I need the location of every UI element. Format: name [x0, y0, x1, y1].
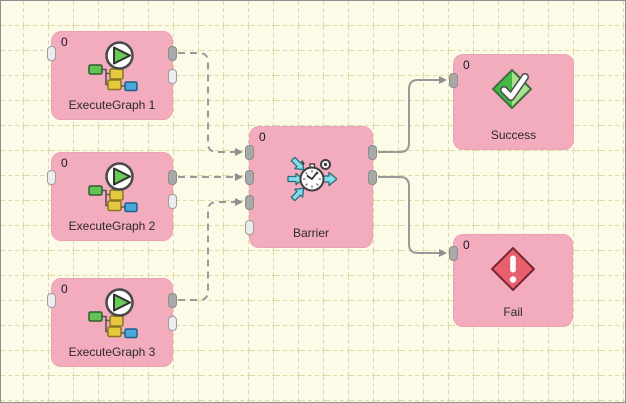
edge-barrier-fail[interactable] — [378, 176, 439, 254]
input-port[interactable] — [245, 170, 254, 185]
node-executegraph-2[interactable]: 0 ExecuteGraph 2 — [47, 152, 177, 241]
input-port[interactable] — [47, 46, 56, 61]
input-port[interactable] — [245, 145, 254, 160]
fail-exclamation-icon — [491, 247, 535, 291]
node-label: Fail — [503, 305, 523, 319]
node-label: Success — [490, 128, 537, 142]
node-executegraph-3[interactable]: 0 ExecuteGraph 3 — [47, 278, 177, 367]
record-count-badge: 0 — [463, 238, 470, 252]
edge-arrowhead — [235, 198, 243, 206]
node-barrier[interactable]: 0 Barrier — [245, 126, 377, 248]
execute-graph-icon — [88, 162, 138, 213]
execute-graph-icon — [88, 41, 138, 92]
node-executegraph-1[interactable]: 0 ExecuteGraph 1 — [47, 31, 177, 120]
node-label: Barrier — [292, 226, 329, 240]
record-count-badge: 0 — [463, 58, 470, 72]
node-success[interactable]: 0 Success — [449, 54, 574, 150]
edge-arrowhead — [439, 76, 447, 84]
edge-executegraph3-barrier[interactable] — [178, 201, 235, 301]
node-label: ExecuteGraph 1 — [68, 98, 156, 112]
output-port[interactable] — [168, 293, 177, 308]
output-port[interactable] — [168, 316, 177, 331]
output-port[interactable] — [168, 69, 177, 84]
output-port[interactable] — [168, 170, 177, 185]
output-port[interactable] — [168, 46, 177, 61]
edge-executegraph1-barrier[interactable] — [178, 52, 235, 153]
record-count-badge: 0 — [61, 156, 68, 170]
input-port[interactable] — [245, 220, 254, 235]
input-port[interactable] — [245, 195, 254, 210]
record-count-badge: 0 — [61, 282, 68, 296]
input-port[interactable] — [449, 73, 458, 88]
node-label: ExecuteGraph 3 — [68, 345, 156, 359]
output-port[interactable] — [368, 170, 377, 185]
node-fail[interactable]: 0 Fail — [449, 234, 573, 327]
edge-barrier-success[interactable] — [378, 79, 439, 153]
edge-arrowhead — [235, 148, 243, 156]
execute-graph-icon — [88, 288, 138, 339]
edge-arrowhead — [235, 173, 243, 181]
output-port[interactable] — [368, 145, 377, 160]
success-check-icon — [491, 69, 532, 109]
output-port[interactable] — [168, 194, 177, 209]
barrier-stopwatch-icon — [287, 156, 337, 202]
record-count-badge: 0 — [61, 35, 68, 49]
input-port[interactable] — [47, 293, 56, 308]
input-port[interactable] — [47, 170, 56, 185]
input-port[interactable] — [449, 246, 458, 261]
edge-arrowhead — [439, 249, 447, 257]
node-label: ExecuteGraph 2 — [68, 219, 156, 233]
record-count-badge: 0 — [259, 130, 266, 144]
